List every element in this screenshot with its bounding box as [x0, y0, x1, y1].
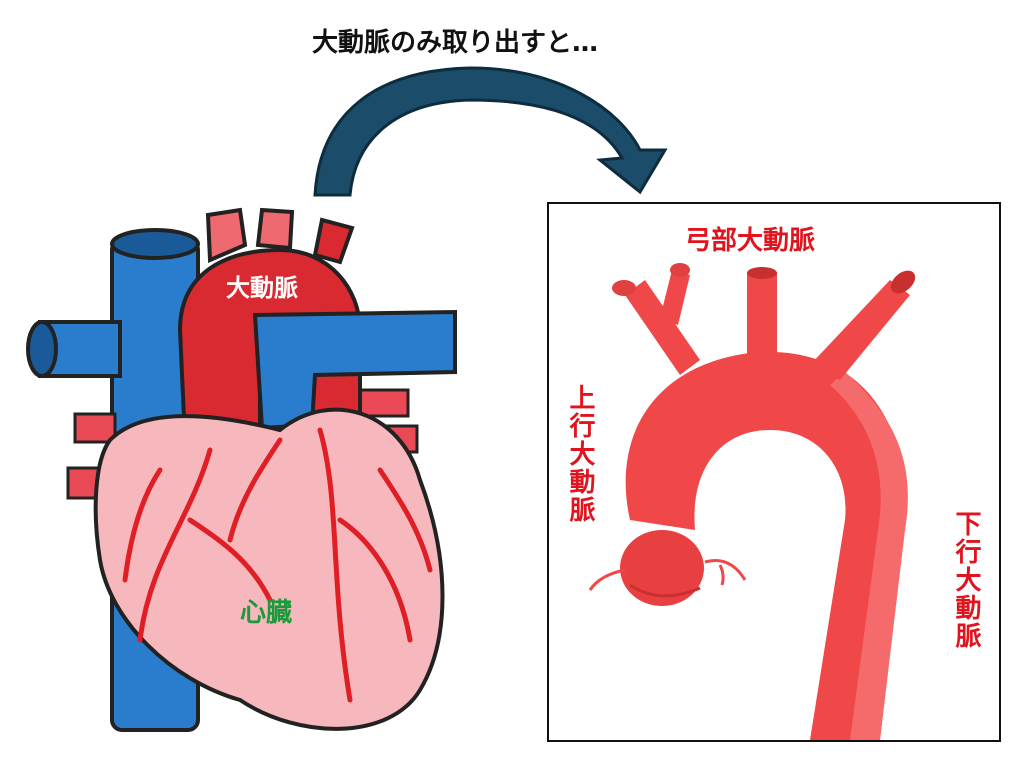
aortic-arch-label: 弓部大動脈	[685, 226, 816, 256]
curved-arrow	[313, 66, 668, 197]
aorta-label: 大動脈	[226, 274, 298, 302]
heart-illustration	[26, 207, 457, 732]
ascending-aorta-label: 上行大動脈	[565, 384, 595, 524]
title-text: 大動脈のみ取り出すと…	[312, 28, 599, 58]
heart-label: 心臓	[240, 598, 293, 628]
descending-aorta-label: 下行大動脈	[951, 510, 981, 650]
aorta-illustration	[588, 263, 916, 740]
